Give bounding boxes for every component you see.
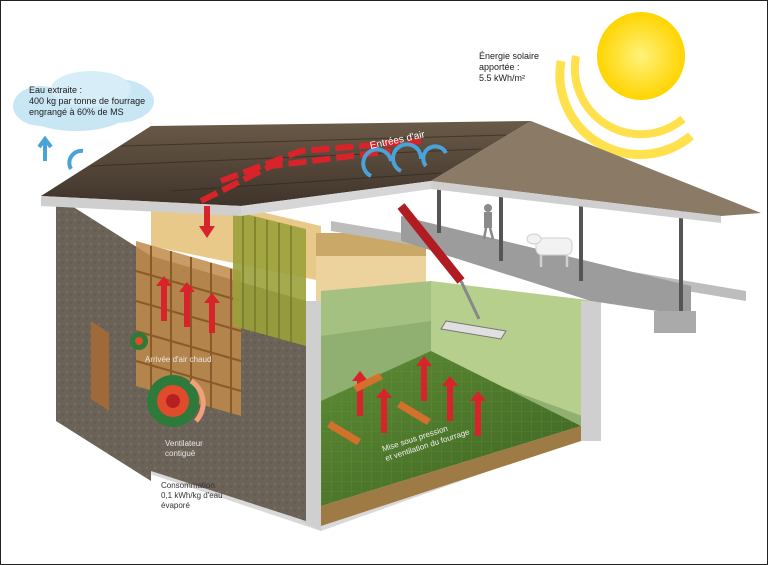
hot-air-inlet-label: Arrivée d'air chaud	[145, 355, 212, 364]
sun	[555, 12, 694, 159]
air-ducts	[199, 138, 422, 204]
hay-crane	[397, 203, 507, 340]
blue-arrows	[37, 135, 448, 178]
red-arrows	[156, 206, 486, 436]
cow	[526, 233, 573, 267]
consumption-label: Consommation 0,1 kWh/kg d'eau évaporé	[161, 481, 223, 510]
person	[482, 204, 495, 240]
water-extracted-label: Eau extraite : 400 kg par tonne de fourr…	[29, 85, 146, 117]
cloud	[13, 71, 154, 131]
solar-energy-label: Énergie solaire apportée : 5.5 kWh/m²	[479, 51, 540, 83]
fan-icon	[130, 332, 206, 427]
fan-label: Ventilateur contiguë	[165, 439, 203, 458]
